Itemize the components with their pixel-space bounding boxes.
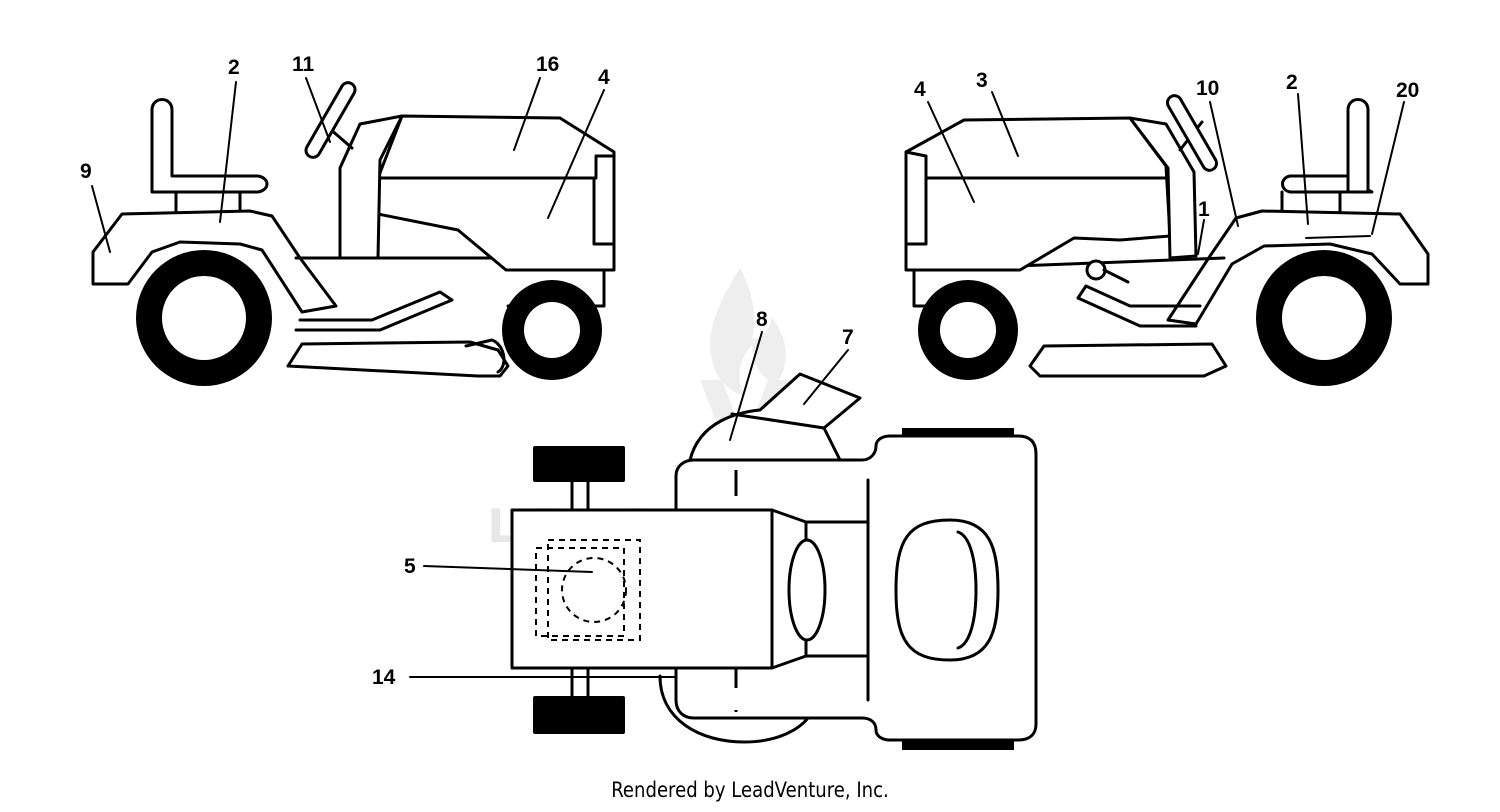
callout-4: 4	[598, 66, 610, 89]
leader-8	[729, 331, 763, 441]
leader-9	[91, 185, 111, 253]
callout-16: 16	[536, 53, 559, 76]
deck-chute	[464, 338, 506, 374]
leader-11	[305, 77, 331, 143]
leader-1	[1197, 219, 1205, 255]
callout-11: 11	[292, 53, 315, 76]
steering-wheel-top	[787, 538, 827, 642]
seat-back	[150, 98, 269, 194]
front-wheel-hub	[940, 302, 996, 358]
mower-deck	[286, 340, 510, 378]
leader-10	[1209, 101, 1239, 227]
leader-7	[803, 349, 849, 405]
leader-2	[219, 81, 237, 223]
dash-tower	[338, 114, 404, 260]
steering-wheel	[304, 81, 357, 159]
callout-4: 4	[914, 78, 926, 101]
rear-wheel-hub	[162, 276, 246, 360]
seat-back	[1281, 98, 1374, 194]
callout-9: 9	[80, 160, 92, 183]
decal-stripe	[1305, 235, 1371, 239]
chute-fold-line	[730, 412, 826, 430]
seat-top	[894, 518, 1000, 662]
front-axle	[570, 480, 590, 698]
seat-post	[174, 190, 242, 214]
front-right-wheel	[533, 696, 625, 734]
engine-outline	[535, 547, 625, 637]
discharge-chute	[688, 372, 862, 462]
front-wheel-hub	[524, 302, 580, 358]
seat-post	[1280, 190, 1342, 214]
steering-wheel	[1166, 94, 1218, 172]
leader-4	[927, 101, 975, 203]
fuel-cap-outline	[561, 557, 627, 623]
callout-5: 5	[404, 555, 416, 578]
callout-3: 3	[976, 69, 988, 92]
tractor-top-view: 8 7 5 14	[372, 308, 1038, 750]
seat-back-top	[956, 530, 978, 650]
callout-2: 2	[1286, 71, 1298, 94]
hood-lines	[904, 150, 1172, 246]
callout-14: 14	[372, 666, 396, 689]
leader-5	[423, 565, 593, 573]
leader-4	[547, 89, 605, 219]
callout-8: 8	[756, 308, 768, 331]
leader-16	[513, 77, 541, 151]
rear-fender	[91, 209, 338, 314]
key-switch-icon	[1085, 259, 1107, 281]
rear-wheel-hub	[1282, 276, 1366, 360]
hood	[376, 114, 616, 272]
footer-credit: Rendered by LeadVenture, Inc.	[611, 778, 889, 802]
callout-2: 2	[228, 56, 240, 79]
front-left-wheel	[533, 446, 625, 482]
mower-deck-outline	[658, 674, 810, 744]
dash-tower	[1128, 116, 1198, 260]
mower-deck	[1028, 342, 1228, 378]
engine-outline-offset	[547, 539, 641, 641]
leader-20	[1371, 101, 1405, 235]
callout-7: 7	[842, 326, 854, 349]
hood-lines	[376, 154, 616, 246]
key-switch-lever	[1102, 268, 1130, 284]
callout-10: 10	[1196, 77, 1219, 100]
leader-2	[1297, 93, 1309, 225]
callout-1: 1	[1198, 198, 1210, 221]
tractor-left-side-view: 9 2 11 16 4	[80, 53, 616, 386]
leader-3	[991, 91, 1019, 157]
callout-20: 20	[1396, 79, 1419, 102]
tractor-right-side-view: 4 3 10 2 20 1	[904, 69, 1430, 386]
